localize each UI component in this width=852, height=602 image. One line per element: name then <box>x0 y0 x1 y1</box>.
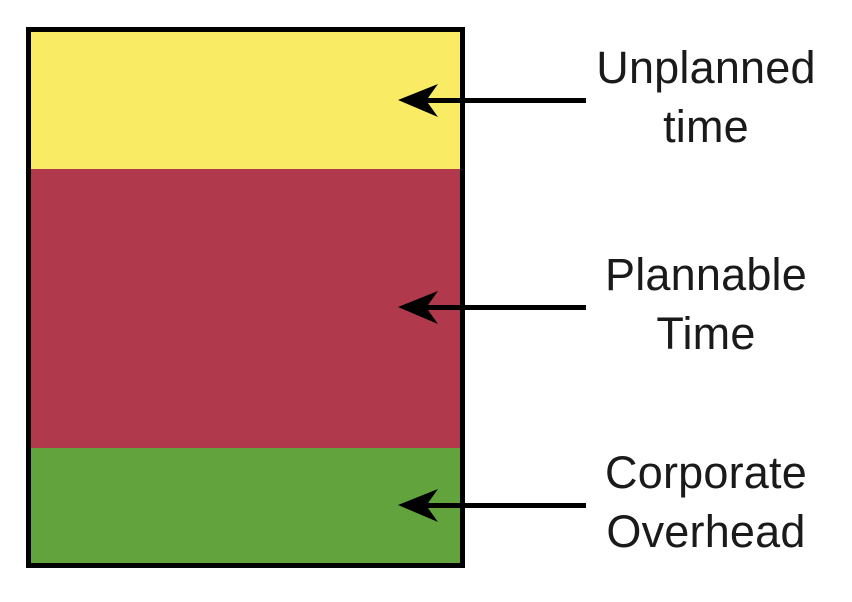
callout-arrow-plannable-time <box>392 287 588 327</box>
left-arrow-icon <box>398 489 586 522</box>
segment-label-plannable-time: Plannable Time <box>605 249 807 360</box>
bar-segment-unplanned-time[interactable] <box>31 32 460 169</box>
callout-arrow-unplanned-time <box>392 80 588 120</box>
left-arrow-icon <box>398 291 586 324</box>
left-arrow-icon <box>398 84 586 117</box>
bar-segment-plannable-time[interactable] <box>31 168 460 448</box>
callout-arrow-corporate-overhead <box>392 485 588 525</box>
stacked-bar <box>26 27 465 568</box>
bar-segment-corporate-overhead[interactable] <box>31 447 460 563</box>
segment-label-corporate-overhead: Corporate Overhead <box>605 447 807 558</box>
segment-label-unplanned-time: Unplanned time <box>596 42 816 153</box>
